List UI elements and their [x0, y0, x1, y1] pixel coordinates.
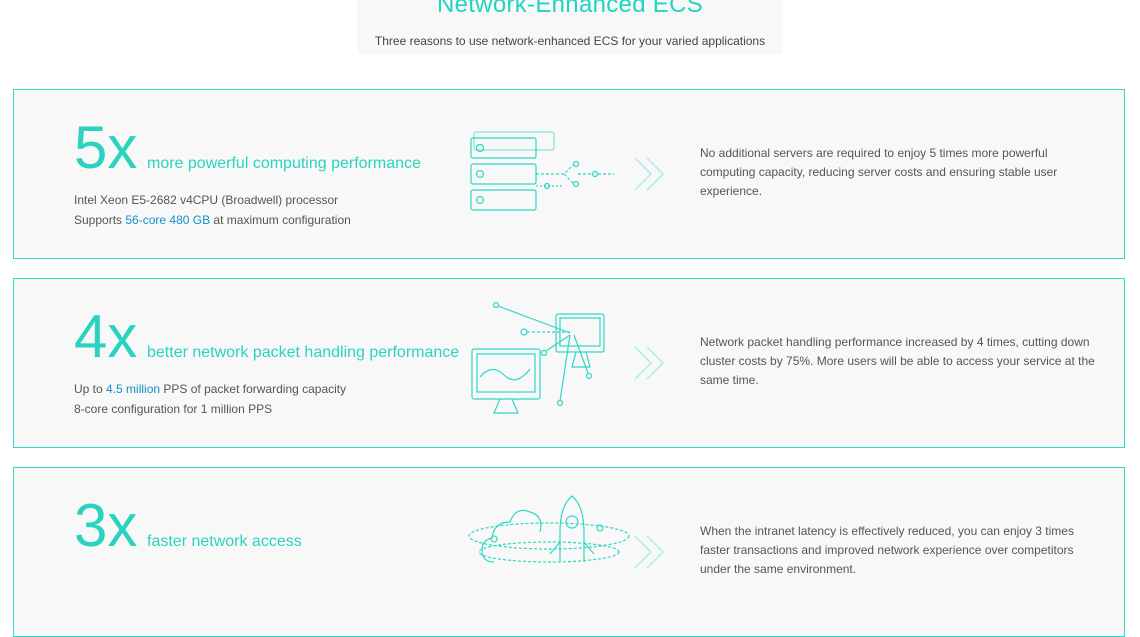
monitors-network-icon — [471, 301, 605, 414]
chevron-right-icon — [634, 346, 665, 380]
feature-card-computing: 5x more powerful computing performance I… — [13, 89, 1125, 259]
highlighted-spec: 56-core 480 GB — [125, 213, 211, 227]
page-title: Network-Enhanced ECS — [436, 0, 704, 18]
feature-description: When the intranet latency is effectively… — [700, 524, 1074, 576]
multiplier-value: 3x — [74, 492, 138, 559]
feature-detail-line: Intel Xeon E5-2682 v4CPU (Broadwell) pro… — [74, 193, 339, 207]
feature-detail-line: Supports 56-core 480 GB at maximum confi… — [74, 213, 351, 227]
feature-card-network-access: 3x faster network access When the intran… — [13, 467, 1125, 637]
feature-headline: better network packet handling performan… — [147, 344, 460, 361]
cloud-rocket-icon — [468, 495, 630, 563]
feature-description: No additional servers are required to en… — [700, 146, 1058, 198]
feature-detail-line: Up to 4.5 million PPS of packet forwardi… — [74, 382, 347, 396]
feature-headline: faster network access — [147, 533, 302, 550]
multiplier-value: 5x — [74, 114, 138, 181]
chevron-right-icon — [634, 157, 665, 191]
feature-headline: more powerful computing performance — [147, 155, 421, 172]
feature-card-network-packet: 4x better network packet handling perfor… — [13, 278, 1125, 448]
highlighted-spec: 4.5 million — [106, 382, 161, 396]
page-subtitle: Three reasons to use network-enhanced EC… — [374, 34, 766, 48]
feature-detail-line: 8-core configuration for 1 million PPS — [74, 402, 273, 416]
server-stack-icon — [470, 131, 614, 211]
multiplier-value: 4x — [74, 303, 138, 370]
feature-description: Network packet handling performance incr… — [700, 335, 1095, 387]
chevron-right-icon — [634, 535, 665, 569]
page-header: Network-Enhanced ECS Three reasons to us… — [357, 0, 783, 54]
